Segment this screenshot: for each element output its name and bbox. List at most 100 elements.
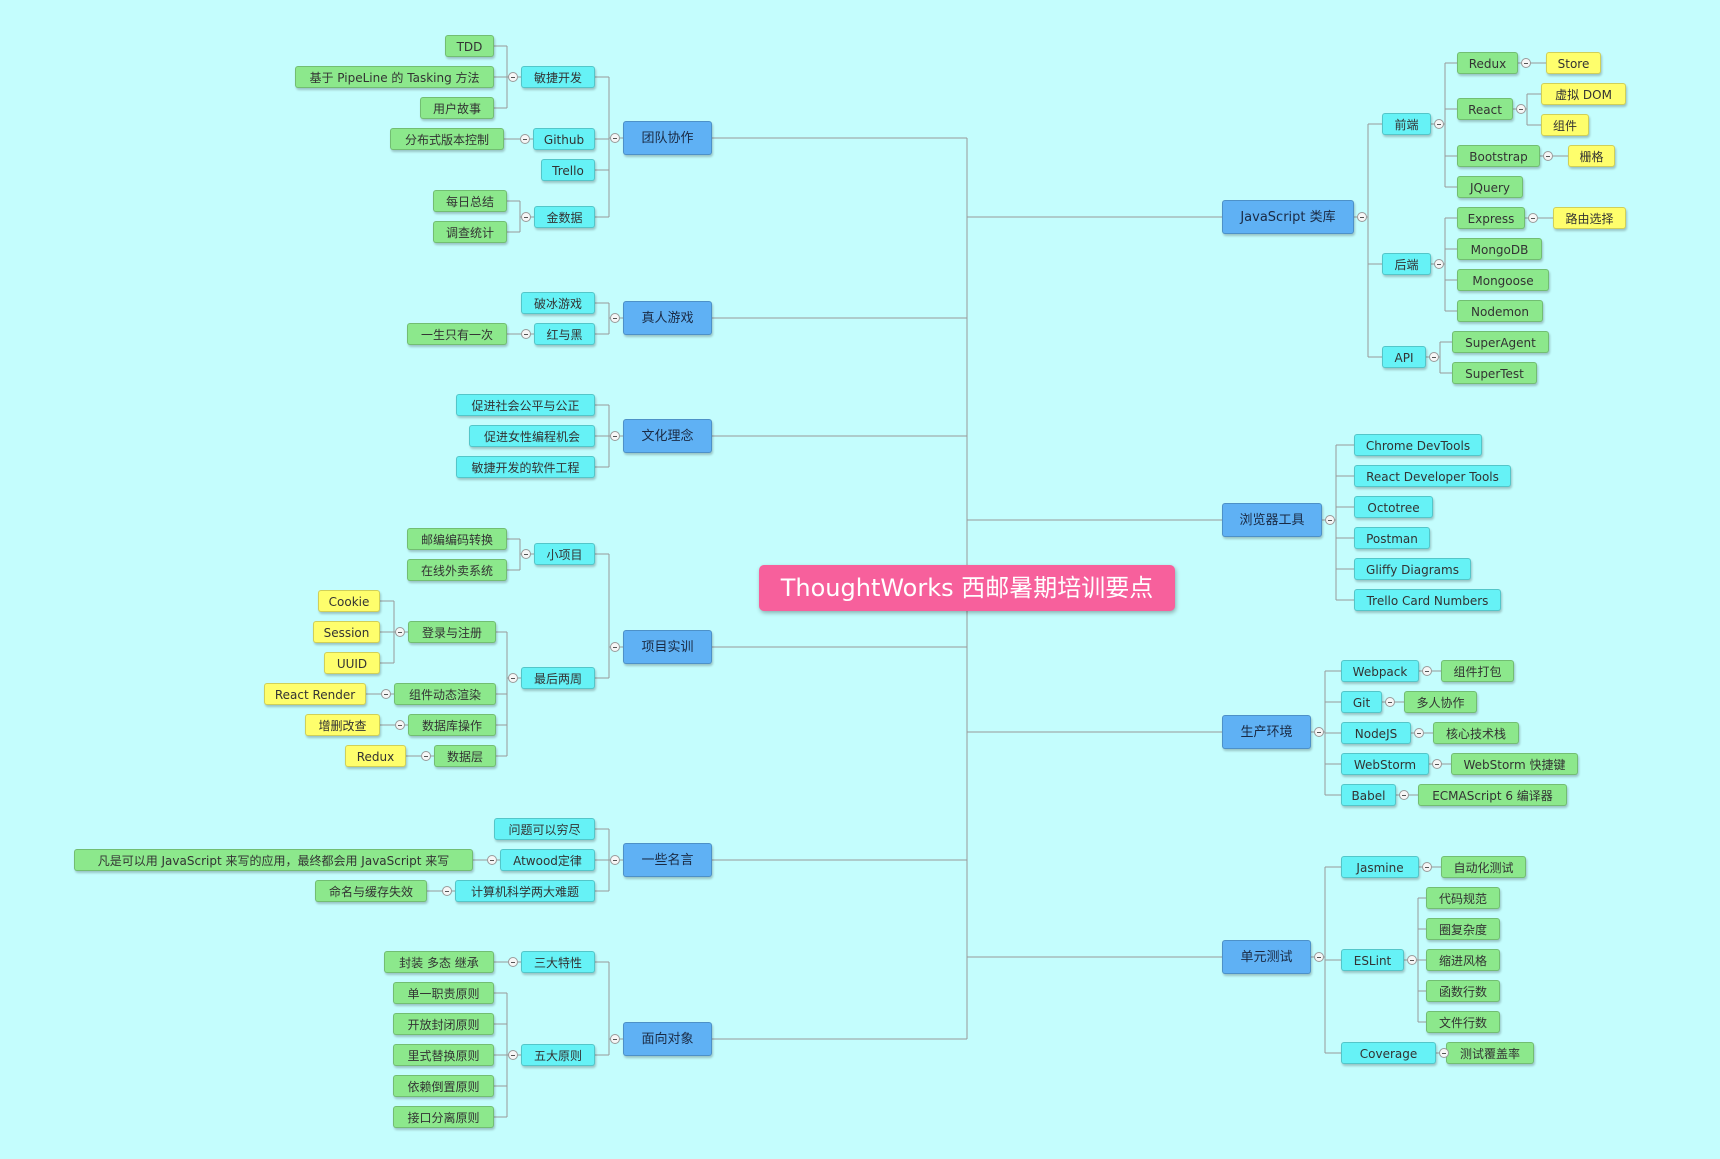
leaf-agile-se[interactable]: 敏捷开发的软件工程 — [456, 456, 595, 478]
leaf-core-stack[interactable]: 核心技术栈 — [1433, 722, 1519, 744]
leaf-isp[interactable]: 接口分离原则 — [393, 1106, 494, 1128]
leaf-mongoose[interactable]: Mongoose — [1457, 269, 1549, 291]
topic-browser-tools[interactable]: 浏览器工具 — [1222, 503, 1322, 537]
leaf-tdd[interactable]: TDD — [445, 35, 494, 57]
topic-react[interactable]: React — [1457, 98, 1513, 120]
leaf-session[interactable]: Session — [313, 621, 380, 643]
leaf-grid[interactable]: 栅格 — [1568, 145, 1615, 167]
topic-quotes-collapse-toggle[interactable] — [610, 855, 620, 865]
leaf-women-coding[interactable]: 促进女性编程机会 — [469, 425, 595, 447]
leaf-indent[interactable]: 缩进风格 — [1426, 949, 1500, 971]
leaf-crud[interactable]: 增删改查 — [305, 714, 380, 736]
topic-db-ops[interactable]: 数据库操作 — [408, 714, 496, 736]
topic-db-ops-collapse-toggle[interactable] — [395, 720, 405, 730]
topic-bootstrap-collapse-toggle[interactable] — [1543, 151, 1553, 161]
leaf-social-fairness[interactable]: 促进社会公平与公正 — [456, 394, 595, 416]
topic-game-collapse-toggle[interactable] — [610, 313, 620, 323]
topic-frontend-collapse-toggle[interactable] — [1434, 119, 1444, 129]
topic-frontend[interactable]: 前端 — [1382, 113, 1431, 135]
leaf-srp[interactable]: 单一职责原则 — [393, 982, 494, 1004]
leaf-takeout-system[interactable]: 在线外卖系统 — [407, 559, 507, 581]
topic-production-collapse-toggle[interactable] — [1314, 727, 1324, 737]
leaf-cookie[interactable]: Cookie — [318, 590, 380, 612]
leaf-lsp[interactable]: 里式替换原则 — [393, 1044, 494, 1066]
leaf-store[interactable]: Store — [1546, 52, 1601, 74]
topic-browser-tools-collapse-toggle[interactable] — [1325, 515, 1335, 525]
topic-coverage[interactable]: Coverage — [1341, 1042, 1436, 1064]
topic-dynamic-render[interactable]: 组件动态渲染 — [394, 683, 496, 705]
topic-express-collapse-toggle[interactable] — [1528, 213, 1538, 223]
topic-game[interactable]: 真人游戏 — [623, 301, 712, 335]
leaf-coverage-rate[interactable]: 测试覆盖率 — [1446, 1042, 1534, 1064]
topic-backend-collapse-toggle[interactable] — [1434, 259, 1444, 269]
leaf-jquery[interactable]: JQuery — [1457, 176, 1523, 198]
topic-webstorm-collapse-toggle[interactable] — [1432, 759, 1442, 769]
topic-culture[interactable]: 文化理念 — [623, 419, 712, 453]
leaf-bundling[interactable]: 组件打包 — [1441, 660, 1514, 682]
topic-github[interactable]: Github — [533, 128, 595, 150]
leaf-zip-convert[interactable]: 邮编编码转换 — [407, 528, 507, 550]
topic-webstorm[interactable]: WebStorm — [1341, 753, 1429, 775]
leaf-nodemon[interactable]: Nodemon — [1457, 300, 1543, 322]
topic-eslint[interactable]: ESLint — [1341, 949, 1404, 971]
leaf-auto-test[interactable]: 自动化测试 — [1441, 856, 1526, 878]
topic-react-collapse-toggle[interactable] — [1516, 104, 1526, 114]
topic-trello[interactable]: Trello — [541, 159, 595, 181]
leaf-daily-summary[interactable]: 每日总结 — [433, 190, 507, 212]
leaf-exhaustible[interactable]: 问题可以穷尽 — [494, 818, 595, 840]
topic-bootstrap[interactable]: Bootstrap — [1457, 145, 1540, 167]
topic-login-register-collapse-toggle[interactable] — [395, 627, 405, 637]
leaf-webstorm-shortcuts[interactable]: WebStorm 快捷键 — [1451, 753, 1578, 775]
topic-unit-test-collapse-toggle[interactable] — [1314, 952, 1324, 962]
topic-nodejs-collapse-toggle[interactable] — [1414, 728, 1424, 738]
topic-redux[interactable]: Redux — [1457, 52, 1518, 74]
topic-redblack[interactable]: 红与黑 — [534, 323, 595, 345]
topic-project[interactable]: 项目实训 — [623, 630, 712, 664]
topic-eslint-collapse-toggle[interactable] — [1407, 955, 1417, 965]
topic-small-project-collapse-toggle[interactable] — [521, 549, 531, 559]
leaf-collaboration[interactable]: 多人协作 — [1404, 691, 1477, 713]
topic-jinshuju-collapse-toggle[interactable] — [521, 212, 531, 222]
topic-redux-collapse-toggle[interactable] — [1521, 58, 1531, 68]
topic-oop-collapse-toggle[interactable] — [610, 1034, 620, 1044]
topic-js-libs-collapse-toggle[interactable] — [1357, 212, 1367, 222]
leaf-supertest[interactable]: SuperTest — [1452, 362, 1537, 384]
topic-coverage-collapse-toggle[interactable] — [1439, 1048, 1449, 1058]
topic-agile-collapse-toggle[interactable] — [508, 72, 518, 82]
topic-culture-collapse-toggle[interactable] — [610, 431, 620, 441]
topic-login-register[interactable]: 登录与注册 — [408, 621, 496, 643]
leaf-code-style[interactable]: 代码规范 — [1426, 887, 1500, 909]
topic-three-features-collapse-toggle[interactable] — [508, 957, 518, 967]
leaf-octotree[interactable]: Octotree — [1354, 496, 1433, 518]
topic-js-libs[interactable]: JavaScript 类库 — [1222, 200, 1354, 234]
topic-babel-collapse-toggle[interactable] — [1399, 790, 1409, 800]
leaf-only-once[interactable]: 一生只有一次 — [407, 323, 507, 345]
topic-api[interactable]: API — [1382, 346, 1426, 368]
topic-github-collapse-toggle[interactable] — [520, 134, 530, 144]
topic-five-principles-collapse-toggle[interactable] — [508, 1050, 518, 1060]
leaf-react-render[interactable]: React Render — [264, 683, 366, 705]
topic-cs-problems-collapse-toggle[interactable] — [442, 886, 452, 896]
leaf-survey[interactable]: 调查统计 — [433, 221, 507, 243]
topic-backend[interactable]: 后端 — [1382, 253, 1431, 275]
leaf-cyclomatic[interactable]: 圈复杂度 — [1426, 918, 1500, 940]
topic-redblack-collapse-toggle[interactable] — [521, 329, 531, 339]
leaf-chrome-devtools[interactable]: Chrome DevTools — [1354, 434, 1482, 456]
leaf-pipeline-tasking[interactable]: 基于 PipeLine 的 Tasking 方法 — [295, 66, 494, 88]
topic-three-features[interactable]: 三大特性 — [521, 951, 595, 973]
leaf-ocp[interactable]: 开放封闭原则 — [393, 1013, 494, 1035]
topic-team-collapse-toggle[interactable] — [610, 133, 620, 143]
topic-atwood-collapse-toggle[interactable] — [487, 855, 497, 865]
topic-cs-problems[interactable]: 计算机科学两大难题 — [455, 880, 595, 902]
leaf-react-dev-tools[interactable]: React Developer Tools — [1354, 465, 1511, 487]
topic-oop[interactable]: 面向对象 — [623, 1022, 712, 1056]
topic-project-collapse-toggle[interactable] — [610, 642, 620, 652]
topic-express[interactable]: Express — [1457, 207, 1525, 229]
topic-icebreak[interactable]: 破冰游戏 — [521, 292, 595, 314]
topic-git-collapse-toggle[interactable] — [1385, 697, 1395, 707]
topic-unit-test[interactable]: 单元测试 — [1222, 940, 1311, 974]
leaf-atwood-law[interactable]: 凡是可以用 JavaScript 来写的应用，最终都会用 JavaScript … — [74, 849, 473, 871]
topic-atwood[interactable]: Atwood定律 — [500, 849, 595, 871]
leaf-redux-left[interactable]: Redux — [345, 745, 406, 767]
topic-nodejs[interactable]: NodeJS — [1341, 722, 1411, 744]
